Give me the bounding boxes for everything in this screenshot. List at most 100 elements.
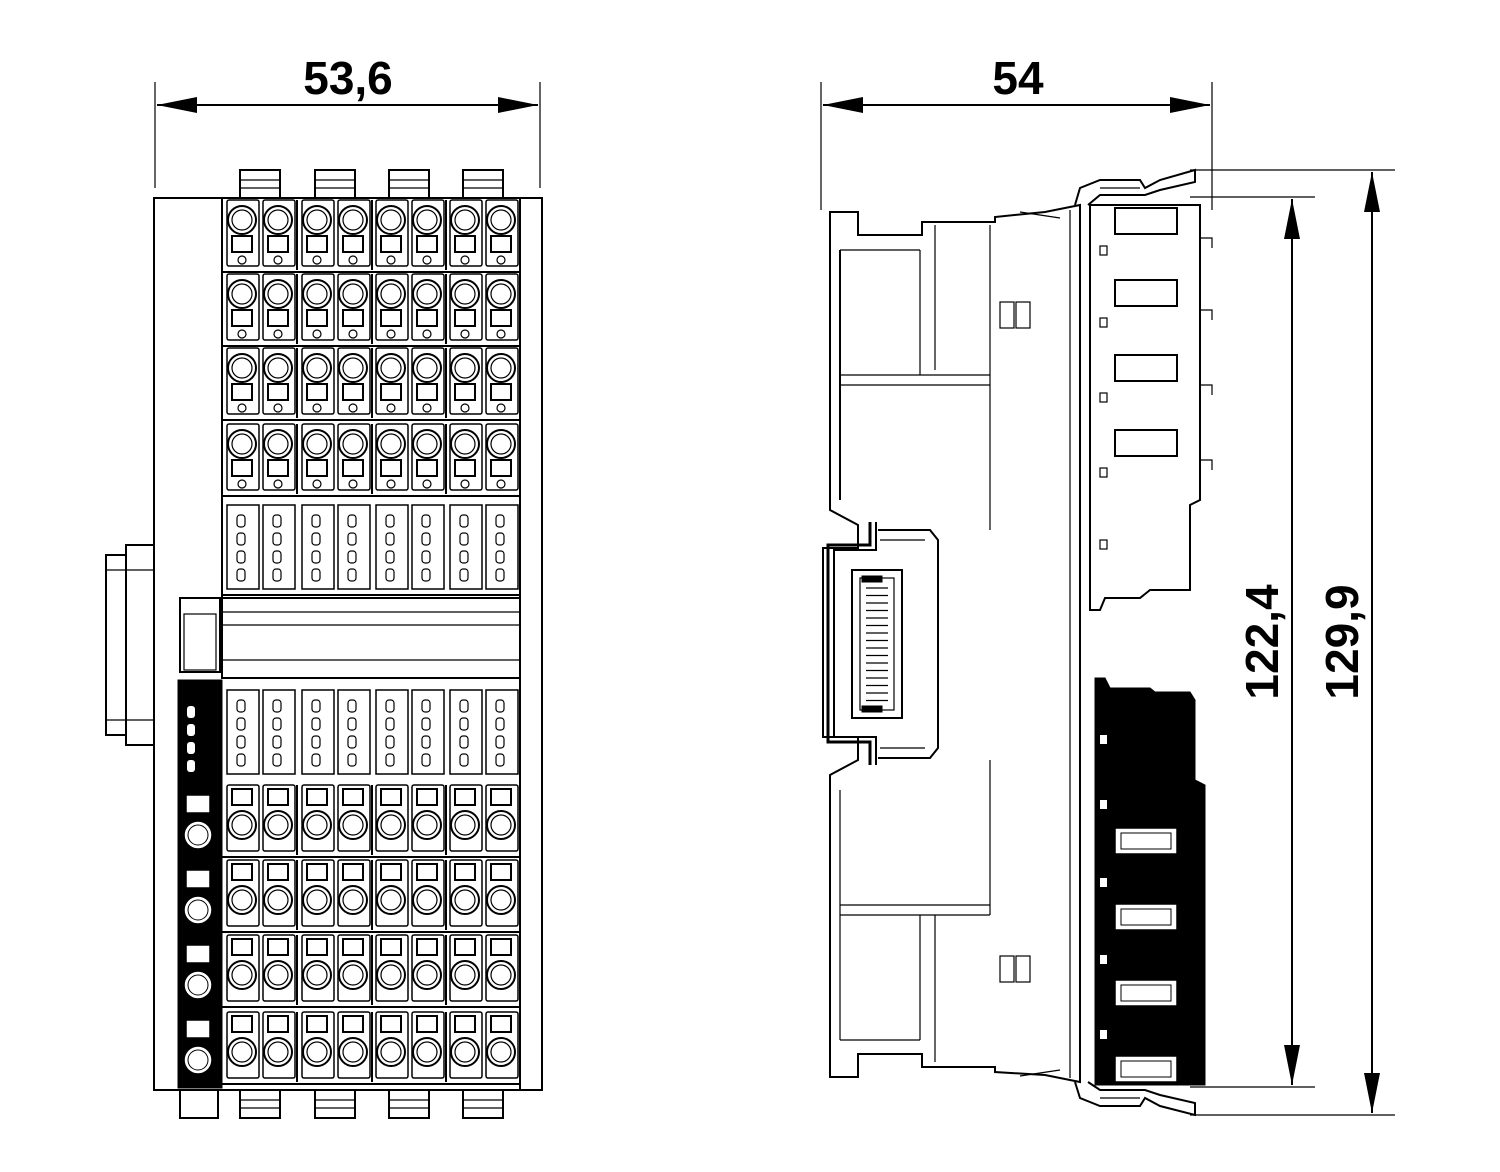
test-point	[237, 479, 247, 489]
latch	[306, 863, 328, 881]
latch	[267, 383, 289, 401]
led	[385, 568, 395, 582]
test-point	[496, 255, 506, 265]
wire-opening	[450, 279, 480, 309]
bottom-latch	[1074, 1081, 1196, 1117]
wire-opening	[376, 429, 406, 459]
terminal-cell	[337, 199, 371, 267]
test-point	[273, 329, 283, 339]
latch	[231, 1015, 253, 1033]
plug-release	[1114, 354, 1178, 382]
latch	[490, 938, 512, 956]
latch	[231, 459, 253, 477]
wire-opening	[263, 279, 293, 309]
led	[272, 532, 282, 546]
terminal-cell	[262, 934, 296, 1002]
test-point	[422, 479, 432, 489]
led	[421, 699, 431, 713]
wire-opening	[227, 810, 257, 840]
led-cell	[411, 689, 445, 775]
latch	[306, 235, 328, 253]
wire-opening	[412, 205, 442, 235]
wire-opening	[302, 1037, 332, 1067]
led	[347, 735, 357, 749]
terminal-cell	[262, 199, 296, 267]
terminal-cell	[485, 1011, 519, 1079]
led	[459, 550, 469, 564]
led	[272, 514, 282, 528]
latch	[380, 863, 402, 881]
outer-height-label: 129,9	[1316, 584, 1368, 699]
front-width-dimension: 53,6	[154, 52, 541, 188]
terminal-cell	[226, 859, 260, 927]
latch	[231, 863, 253, 881]
latch	[416, 788, 438, 806]
terminal-cell	[226, 784, 260, 852]
wire-opening	[412, 279, 442, 309]
connector-tabs	[179, 169, 504, 1119]
latch	[490, 1015, 512, 1033]
led	[421, 550, 431, 564]
latch	[416, 938, 438, 956]
led-cell	[411, 504, 445, 590]
latch	[416, 383, 438, 401]
terminal-cell	[485, 347, 519, 415]
latch	[342, 309, 364, 327]
led	[272, 717, 282, 731]
front-view: 53,6	[105, 52, 543, 1119]
led	[311, 735, 321, 749]
terminal-cell	[449, 423, 483, 491]
upper-plug-section	[1089, 204, 1213, 611]
latch	[267, 459, 289, 477]
contact-marker	[1100, 878, 1107, 887]
led-cell	[449, 504, 483, 590]
terminal-cell	[411, 199, 445, 267]
latch	[490, 863, 512, 881]
led-cell	[226, 504, 260, 590]
led	[272, 735, 282, 749]
wire-opening	[450, 205, 480, 235]
terminal-cell	[375, 1011, 409, 1079]
test-point	[237, 403, 247, 413]
led	[385, 550, 395, 564]
test-point	[386, 403, 396, 413]
led	[187, 760, 195, 772]
test-point	[348, 255, 358, 265]
terminal-cell	[411, 273, 445, 341]
terminal-cell	[262, 347, 296, 415]
latch	[267, 235, 289, 253]
plug-release	[1114, 207, 1178, 235]
led-cell	[301, 689, 335, 775]
test-point	[386, 479, 396, 489]
led-cell	[449, 689, 483, 775]
terminal-cell	[449, 199, 483, 267]
led-cell	[485, 689, 519, 775]
wire-opening	[412, 1037, 442, 1067]
test-point	[422, 403, 432, 413]
led	[385, 735, 395, 749]
wire-opening	[338, 885, 368, 915]
wire-opening	[450, 353, 480, 383]
led	[459, 514, 469, 528]
din-rail	[826, 522, 939, 765]
wire-opening	[450, 960, 480, 990]
led	[495, 699, 505, 713]
led	[385, 514, 395, 528]
wire-opening	[376, 279, 406, 309]
terminal-cell	[337, 347, 371, 415]
led	[421, 532, 431, 546]
latch	[416, 309, 438, 327]
led	[311, 514, 321, 528]
test-point	[496, 403, 506, 413]
latch	[306, 459, 328, 477]
test-point	[237, 255, 247, 265]
terminal-cell	[411, 859, 445, 927]
latch	[454, 788, 476, 806]
front-width-label: 53,6	[303, 52, 393, 104]
terminal-cell	[485, 199, 519, 267]
latch	[267, 788, 289, 806]
latch	[454, 1015, 476, 1033]
latch	[380, 235, 402, 253]
wire-opening	[263, 205, 293, 235]
